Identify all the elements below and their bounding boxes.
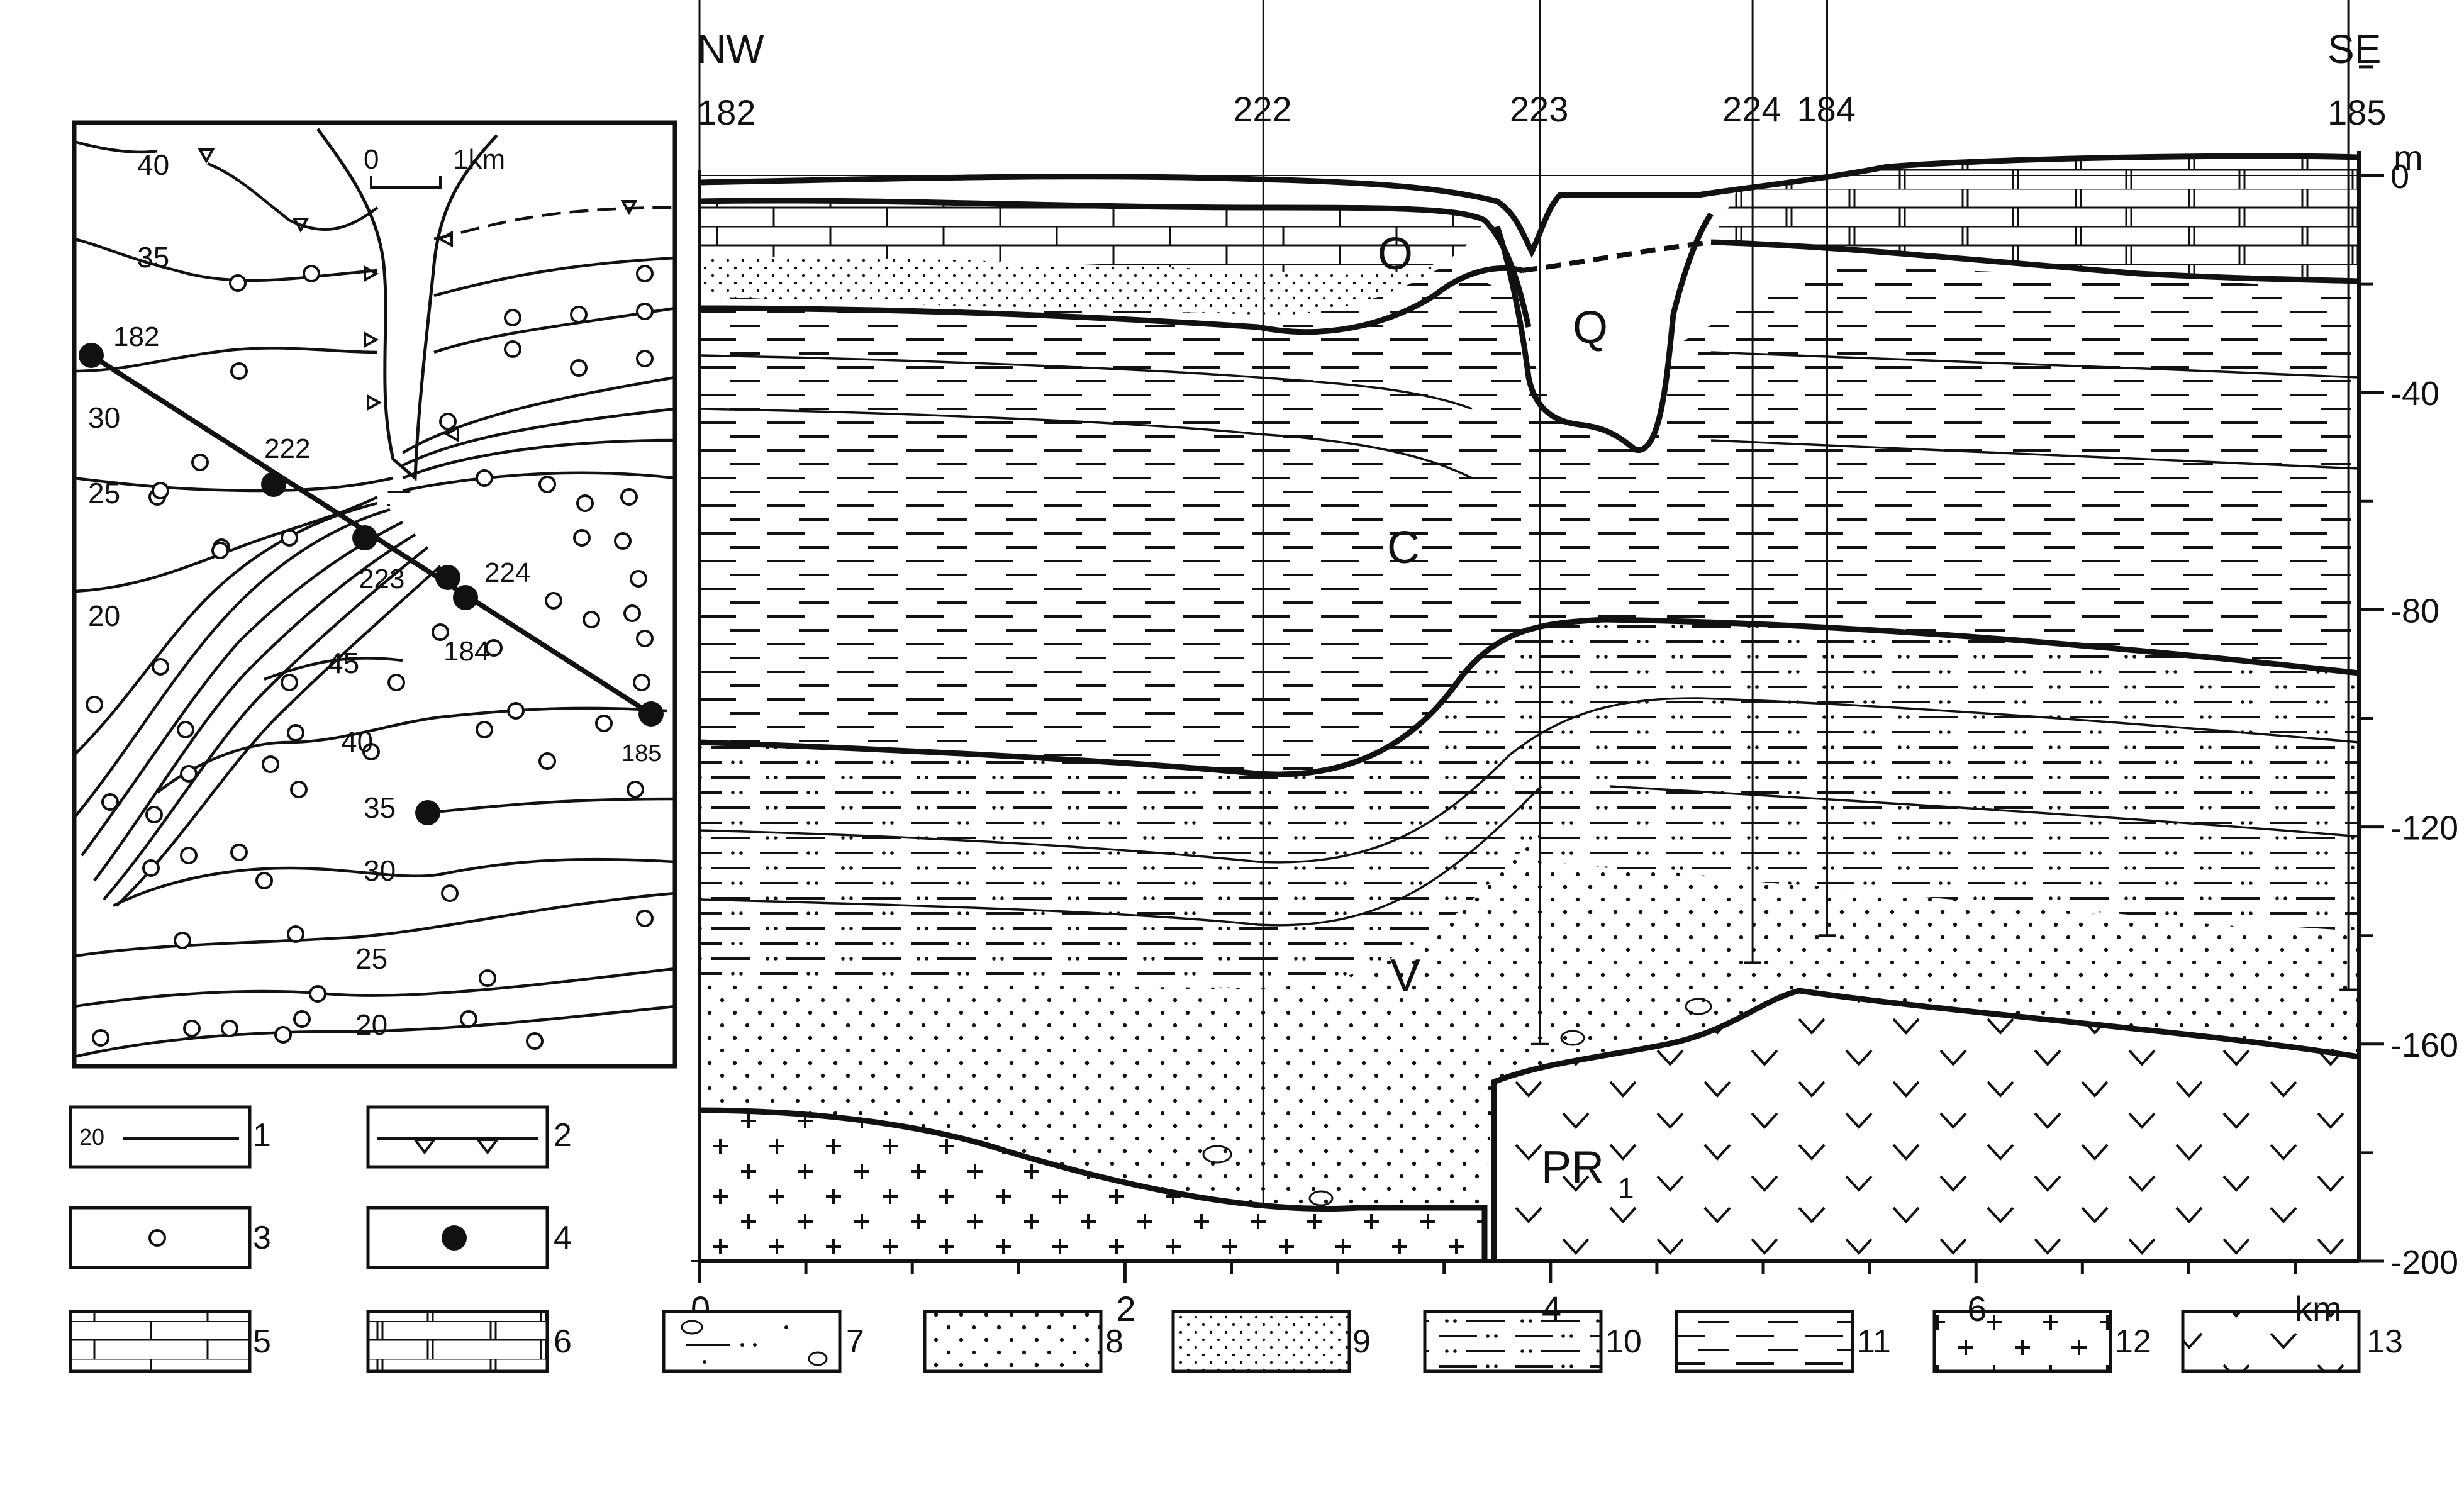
map-wells-section <box>79 343 664 825</box>
map-well-label: 223 <box>359 564 404 594</box>
unit-label-PR-subscript: 1 <box>1618 1172 1634 1205</box>
legend-number: 1 <box>253 1117 271 1154</box>
contour-label: 35 <box>137 241 169 274</box>
legend-number: 10 <box>1605 1323 1642 1360</box>
well-labels: 182 222 223 224 184 185 <box>697 89 2386 132</box>
map-hatched-valley-fill <box>387 478 412 506</box>
contour-label: 40 <box>341 725 373 758</box>
legend-item-2: 2 <box>366 1105 572 1169</box>
unit-PR1-granite <box>700 1110 1485 1261</box>
contour-label: 30 <box>88 401 120 434</box>
map-contour-labels: 40 35 30 25 20 45 40 35 30 25 20 <box>88 148 396 1041</box>
direction-se: SE <box>2327 26 2381 72</box>
legend-number: 12 <box>2115 1323 2151 1360</box>
legend-number: 3 <box>253 1220 271 1256</box>
depth-tick-label: -120 <box>2390 810 2458 847</box>
contour-label: 35 <box>364 791 396 824</box>
well-label: 224 <box>1722 89 1781 129</box>
map-well-label: 185 <box>622 740 661 767</box>
legend-sample-value: 20 <box>79 1124 104 1150</box>
contour-label: 30 <box>364 854 396 887</box>
depth-tick-label: -40 <box>2390 375 2439 413</box>
legend-number: 6 <box>554 1323 572 1360</box>
legend-item-11: 11 <box>1675 1310 1891 1373</box>
horizon-lines <box>699 153 2360 1261</box>
legend-item-1: 20 1 <box>69 1105 271 1169</box>
unit-V-sand <box>700 830 2359 1209</box>
legend-item-7: 7 <box>662 1310 864 1373</box>
legend-number: 7 <box>846 1323 864 1360</box>
legend: 20 1 2 3 4 5 6 <box>69 1105 2403 1373</box>
contour-label: 20 <box>355 1008 387 1041</box>
q-top-dashed <box>1522 240 1712 273</box>
legend-item-4: 4 <box>366 1206 572 1269</box>
well-label: 182 <box>697 92 755 132</box>
unit-label-PR: PR <box>1541 1142 1604 1193</box>
unit-label-V: V <box>1390 950 1420 1001</box>
unit-O-limestone-east <box>1711 155 2359 280</box>
unit-PR1-volcanic <box>1494 991 2359 1261</box>
map-wells-open <box>86 265 654 1050</box>
legend-item-13: 13 <box>2181 1310 2403 1373</box>
inset-map: 0 1km 40 35 30 25 20 45 40 35 30 25 20 1… <box>72 120 677 1069</box>
q-channel-outline <box>1494 212 1714 453</box>
unit-label-O: O <box>1378 229 1413 279</box>
unit-O-sand <box>700 257 1447 315</box>
map-well-label: 184 <box>443 636 489 667</box>
legend-number: 4 <box>554 1220 572 1256</box>
legend-item-5: 5 <box>69 1310 271 1373</box>
map-well-label: 224 <box>484 557 530 588</box>
legend-item-3: 3 <box>69 1206 271 1269</box>
legend-number: 5 <box>253 1323 271 1360</box>
legend-number: 8 <box>1105 1323 1123 1360</box>
legend-item-12: 12 <box>1932 1310 2151 1373</box>
well-label: 223 <box>1510 89 1568 129</box>
depth-tick-label: 0 <box>2390 158 2409 196</box>
unit-label-Q: Q <box>1573 303 1608 353</box>
map-well-label: 222 <box>264 433 310 464</box>
distance-tick-label: 2 <box>1116 1289 1135 1329</box>
legend-item-6: 6 <box>366 1310 572 1373</box>
legend-item-8: 8 <box>923 1310 1123 1373</box>
legend-number: 9 <box>1352 1323 1371 1360</box>
map-well-labels: 182 222 223 224 184 185 <box>113 321 661 767</box>
legend-number: 11 <box>1857 1323 1891 1360</box>
direction-nw: NW <box>697 26 764 72</box>
legend-number: 2 <box>554 1117 572 1154</box>
well-label: 184 <box>1797 89 1855 129</box>
contour-label: 20 <box>88 599 120 632</box>
unit-O-limestone <box>700 201 1485 275</box>
map-scale-zero: 0 <box>364 144 379 175</box>
map-frame <box>72 120 677 1069</box>
map-scale-label: 1km <box>453 144 505 175</box>
legend-item-9: 9 <box>1171 1310 1371 1373</box>
unit-C-clay <box>700 264 2359 775</box>
map-scale-bar: 0 1km <box>364 144 505 189</box>
legend-number: 13 <box>2366 1323 2403 1360</box>
unit-label-C: C <box>1387 523 1420 573</box>
unit-Q-channel <box>1485 214 1711 450</box>
map-well-label: 182 <box>113 321 159 352</box>
depth-tick-label: -80 <box>2390 592 2439 630</box>
well-label: 222 <box>1233 89 1291 129</box>
map-valley-outline <box>316 128 498 482</box>
contour-label: 25 <box>355 942 387 975</box>
depth-unit-label: m <box>2394 138 2423 177</box>
legend-item-10: 10 <box>1423 1310 1642 1373</box>
depth-tick-label: -160 <box>2390 1027 2458 1064</box>
depth-tick-label: -200 <box>2390 1244 2458 1281</box>
pebbles <box>1202 998 1712 1206</box>
contour-label: 45 <box>327 647 359 679</box>
contour-label: 40 <box>137 148 169 181</box>
well-label: 185 <box>2327 92 2386 132</box>
bedding-lines <box>699 351 2360 927</box>
contour-label: 25 <box>88 477 120 510</box>
map-contours <box>73 140 676 1059</box>
depth-ticks: 400-40-80-120-160-200 <box>700 65 2458 1281</box>
